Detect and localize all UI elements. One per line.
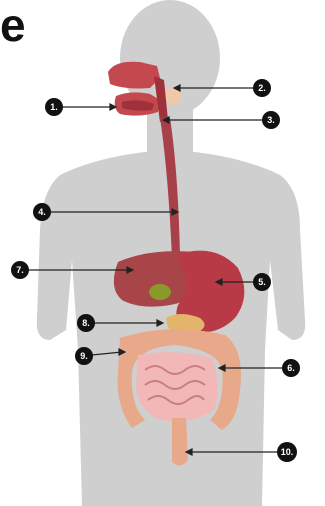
svg-text:9.: 9. xyxy=(80,351,88,361)
label-6: 6. xyxy=(282,359,300,377)
svg-text:3.: 3. xyxy=(267,115,275,125)
svg-text:7.: 7. xyxy=(16,265,24,275)
label-1: 1. xyxy=(45,98,63,116)
rectum xyxy=(172,418,188,466)
label-4: 4. xyxy=(33,203,51,221)
svg-text:8.: 8. xyxy=(82,318,90,328)
svg-text:4.: 4. xyxy=(38,207,46,217)
label-2: 2. xyxy=(253,79,271,97)
svg-text:2.: 2. xyxy=(258,83,266,93)
label-9: 9. xyxy=(75,347,93,365)
label-5: 5. xyxy=(253,273,271,291)
gallbladder xyxy=(149,284,171,300)
label-3: 3. xyxy=(262,111,280,129)
label-8: 8. xyxy=(77,314,95,332)
nasal-cavity xyxy=(108,62,160,89)
small-intestine xyxy=(136,352,218,421)
svg-text:1.: 1. xyxy=(50,102,58,112)
svg-text:6.: 6. xyxy=(287,363,295,373)
label-10: 10. xyxy=(277,442,297,462)
label-7: 7. xyxy=(11,261,29,279)
svg-text:5.: 5. xyxy=(258,277,266,287)
svg-text:10.: 10. xyxy=(281,447,294,457)
